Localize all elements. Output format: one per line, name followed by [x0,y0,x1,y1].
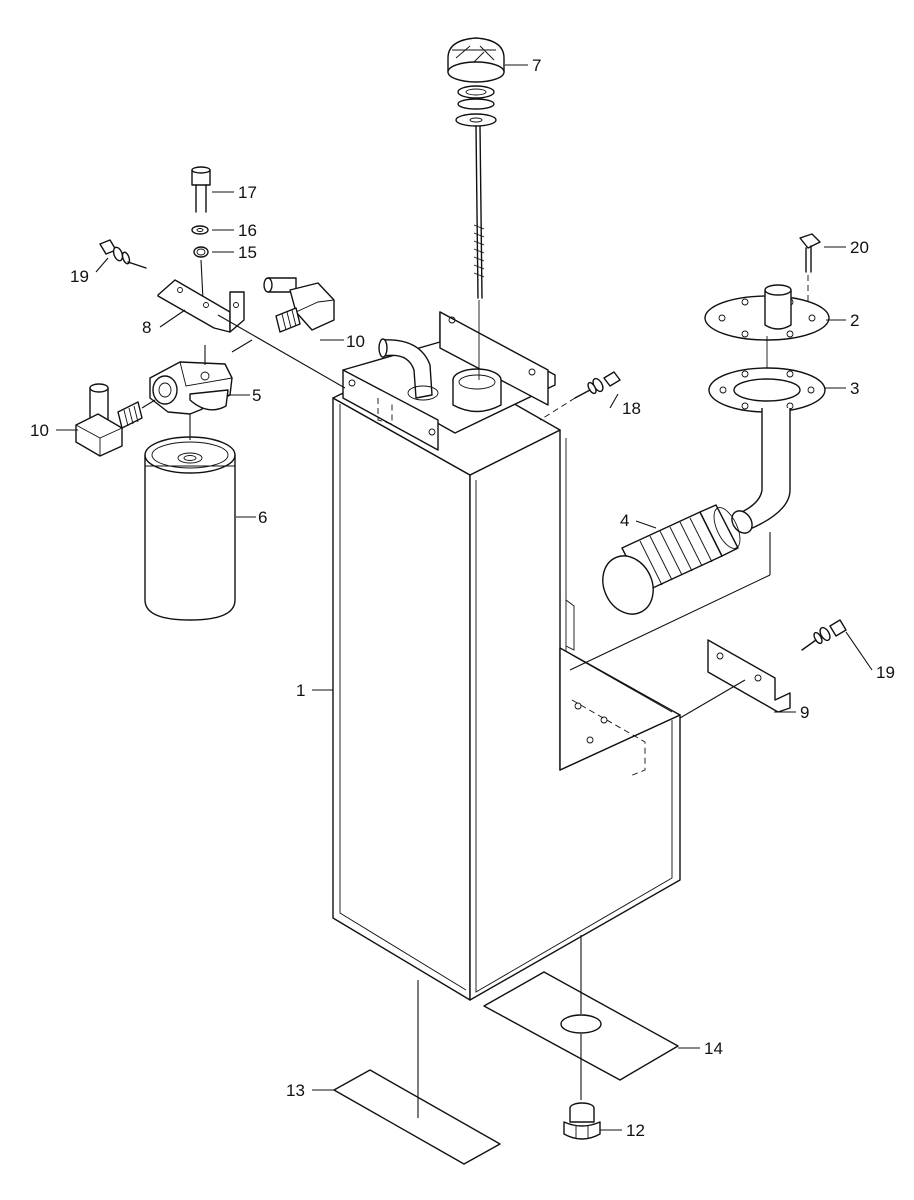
flange-gasket [708,367,826,413]
bolt-18 [539,371,621,421]
elbow-fitting-10-top [231,277,335,353]
label-part-12: 12 [626,1121,645,1140]
part-number-labels: 1 2 3 4 5 6 7 8 9 10 10 12 13 14 15 16 1… [30,56,895,1140]
filter-bolt-17 [191,166,211,213]
label-part-1: 1 [296,681,305,700]
leader-lines [56,64,873,1131]
label-part-4: 4 [620,511,629,530]
label-part-5: 5 [252,386,261,405]
label-part-13: 13 [286,1081,305,1100]
filter-bracket-8 [157,279,346,389]
label-part-2: 2 [850,311,859,330]
label-part-14: 14 [704,1039,723,1058]
pad-13 [333,980,501,1165]
label-part-9: 9 [800,703,809,722]
drain-plug-12 [563,1102,601,1140]
hydraulic-tank [332,352,681,1001]
elbow-fitting-10-left [75,383,156,457]
bolt-19-left [99,239,147,269]
label-part-19-left: 19 [70,267,89,286]
washer-16 [191,225,209,235]
bolt-19-right [801,619,847,651]
pad-14 [483,935,679,1100]
bolt-20 [799,233,821,305]
breather-cap [447,37,505,380]
filter-head-5 [149,345,233,415]
suction-flange [704,284,830,370]
label-part-20: 20 [850,238,869,257]
label-part-16: 16 [238,221,257,240]
label-part-10-top: 10 [346,332,365,351]
o-ring-15 [193,246,209,258]
label-part-15: 15 [238,243,257,262]
label-part-19-right: 19 [876,663,895,682]
tank-top-bracket [342,311,556,451]
label-part-18: 18 [622,399,641,418]
mounting-bracket-right [571,639,791,777]
suction-pipe [569,408,791,671]
label-part-7: 7 [532,56,541,75]
suction-strainer [602,504,741,615]
filter-cartridge-6 [144,414,236,621]
label-part-8: 8 [142,318,151,337]
label-part-6: 6 [258,508,267,527]
label-part-3: 3 [850,379,859,398]
label-part-10-left: 10 [30,421,49,440]
label-part-17: 17 [238,183,257,202]
